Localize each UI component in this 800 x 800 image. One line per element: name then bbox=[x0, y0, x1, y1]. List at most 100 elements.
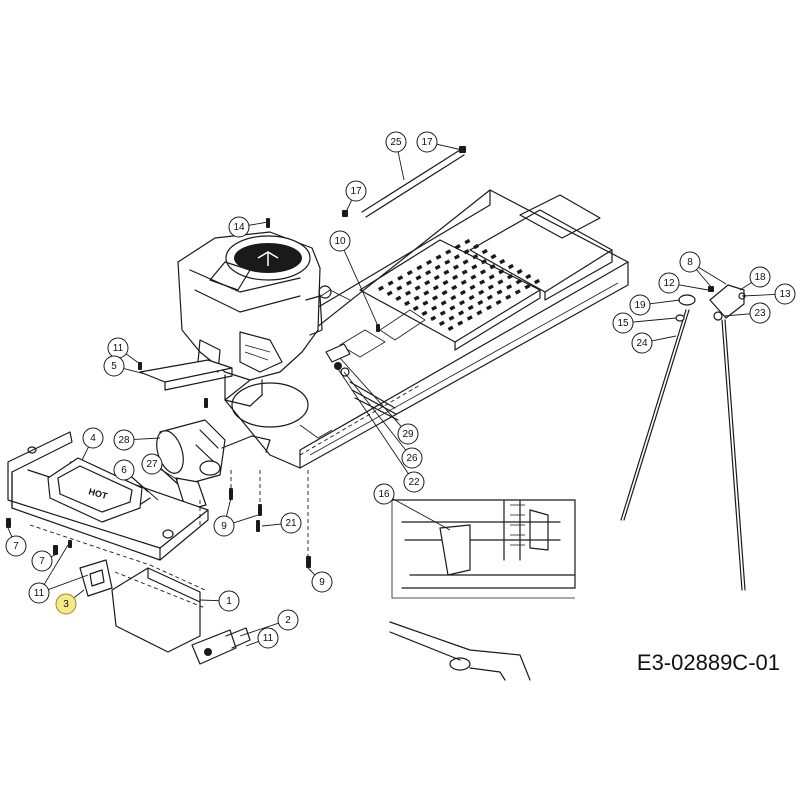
callout-9[interactable]: 9 bbox=[213, 515, 235, 537]
callout-26[interactable]: 26 bbox=[401, 447, 423, 469]
deck-hole bbox=[386, 290, 393, 297]
leader-line bbox=[649, 299, 681, 305]
callout-13[interactable]: 13 bbox=[774, 283, 796, 305]
callout-8[interactable]: 8 bbox=[679, 251, 701, 273]
deck-hole bbox=[507, 263, 514, 270]
callout-15[interactable]: 15 bbox=[612, 312, 634, 334]
callout-2[interactable]: 2 bbox=[277, 609, 299, 631]
deck-hole bbox=[405, 280, 412, 286]
deck-hole bbox=[425, 269, 432, 276]
engine-bracket bbox=[139, 359, 233, 391]
chassis-bolts bbox=[138, 218, 380, 568]
deck-hole bbox=[506, 284, 513, 290]
deck-hole bbox=[499, 258, 506, 265]
deck-hole bbox=[435, 254, 442, 260]
deck-hole bbox=[440, 300, 447, 306]
leader-line bbox=[698, 266, 727, 285]
leader-line bbox=[43, 544, 69, 585]
fuel-fittings bbox=[325, 343, 399, 421]
callout-number: 17 bbox=[421, 137, 433, 148]
leader-line bbox=[343, 371, 407, 451]
callout-29[interactable]: 29 bbox=[397, 423, 419, 445]
deck-hole bbox=[458, 300, 466, 306]
callout-circle bbox=[385, 131, 407, 153]
deck-hole bbox=[505, 294, 512, 300]
callout-circle bbox=[82, 427, 104, 449]
callout-24[interactable]: 24 bbox=[631, 332, 653, 354]
leader-line bbox=[632, 317, 677, 323]
deck-hole bbox=[490, 253, 497, 260]
callout-number: 3 bbox=[63, 599, 69, 610]
leader-line bbox=[739, 282, 752, 291]
callout-number: 7 bbox=[13, 541, 19, 552]
callout-12[interactable]: 12 bbox=[658, 272, 680, 294]
callout-21[interactable]: 21 bbox=[280, 512, 302, 534]
callout-circle bbox=[397, 423, 419, 445]
leader-line bbox=[723, 313, 751, 317]
deck-hole bbox=[442, 279, 449, 286]
leader-line bbox=[239, 622, 279, 637]
deck-hole bbox=[498, 269, 505, 275]
callout-number: 4 bbox=[90, 433, 96, 444]
callout-1[interactable]: 1 bbox=[218, 590, 240, 612]
callout-19[interactable]: 19 bbox=[629, 294, 651, 316]
leader-line bbox=[335, 365, 409, 474]
callout-number: 27 bbox=[146, 459, 158, 470]
leader-line bbox=[392, 498, 451, 531]
callout-number: 21 bbox=[285, 518, 297, 529]
callout-11[interactable]: 11 bbox=[107, 337, 129, 359]
deck-hole bbox=[486, 294, 493, 301]
deck-hole bbox=[488, 274, 495, 280]
leader-line bbox=[225, 497, 232, 517]
callout-7[interactable]: 7 bbox=[31, 550, 53, 572]
leader-line bbox=[678, 284, 709, 291]
callout-circle bbox=[28, 582, 50, 604]
callout-28[interactable]: 28 bbox=[113, 429, 135, 451]
deck-hole bbox=[432, 295, 439, 301]
callout-5[interactable]: 5 bbox=[103, 355, 125, 377]
callout-23[interactable]: 23 bbox=[749, 302, 771, 324]
callout-number: 2 bbox=[285, 615, 291, 626]
deck-hole bbox=[425, 259, 433, 266]
callout-27[interactable]: 27 bbox=[141, 453, 163, 475]
leader-line bbox=[73, 589, 85, 599]
callout-circle bbox=[218, 590, 240, 612]
deck-hole bbox=[449, 305, 456, 311]
deck-hole bbox=[404, 290, 412, 296]
deck-hole bbox=[471, 264, 478, 270]
callout-11[interactable]: 11 bbox=[28, 582, 50, 604]
callout-18[interactable]: 18 bbox=[749, 266, 771, 288]
deck-hole bbox=[406, 270, 413, 276]
callout-circle bbox=[629, 294, 651, 316]
callout-number: 23 bbox=[754, 308, 766, 319]
engine bbox=[177, 231, 332, 407]
deck-hole bbox=[432, 285, 439, 291]
callout-circle bbox=[55, 593, 77, 615]
callout-17[interactable]: 17 bbox=[416, 131, 438, 153]
deck-hole bbox=[525, 273, 532, 280]
callout-6[interactable]: 6 bbox=[113, 459, 135, 481]
callout-7[interactable]: 7 bbox=[5, 535, 27, 557]
leader-line bbox=[245, 640, 259, 647]
deck-hole bbox=[469, 284, 476, 291]
callout-22[interactable]: 22 bbox=[403, 471, 425, 493]
callout-14[interactable]: 14 bbox=[228, 216, 250, 238]
deck-hole bbox=[514, 289, 521, 295]
callout-9[interactable]: 9 bbox=[311, 571, 333, 593]
callout-circle bbox=[31, 550, 53, 572]
callout-circle bbox=[277, 609, 299, 631]
callout-3[interactable]: 3 bbox=[55, 593, 77, 615]
deck-hole bbox=[473, 243, 480, 250]
callout-circle bbox=[749, 302, 771, 324]
callout-number: 28 bbox=[118, 435, 130, 446]
leader-lines bbox=[7, 143, 776, 647]
deck-hole bbox=[496, 289, 503, 295]
callout-circle bbox=[631, 332, 653, 354]
callout-17[interactable]: 17 bbox=[345, 180, 367, 202]
callout-4[interactable]: 4 bbox=[82, 427, 104, 449]
callout-10[interactable]: 10 bbox=[329, 230, 351, 252]
leader-line bbox=[233, 514, 259, 524]
callout-11[interactable]: 11 bbox=[257, 627, 279, 649]
callout-16[interactable]: 16 bbox=[373, 483, 395, 505]
callout-25[interactable]: 25 bbox=[385, 131, 407, 153]
